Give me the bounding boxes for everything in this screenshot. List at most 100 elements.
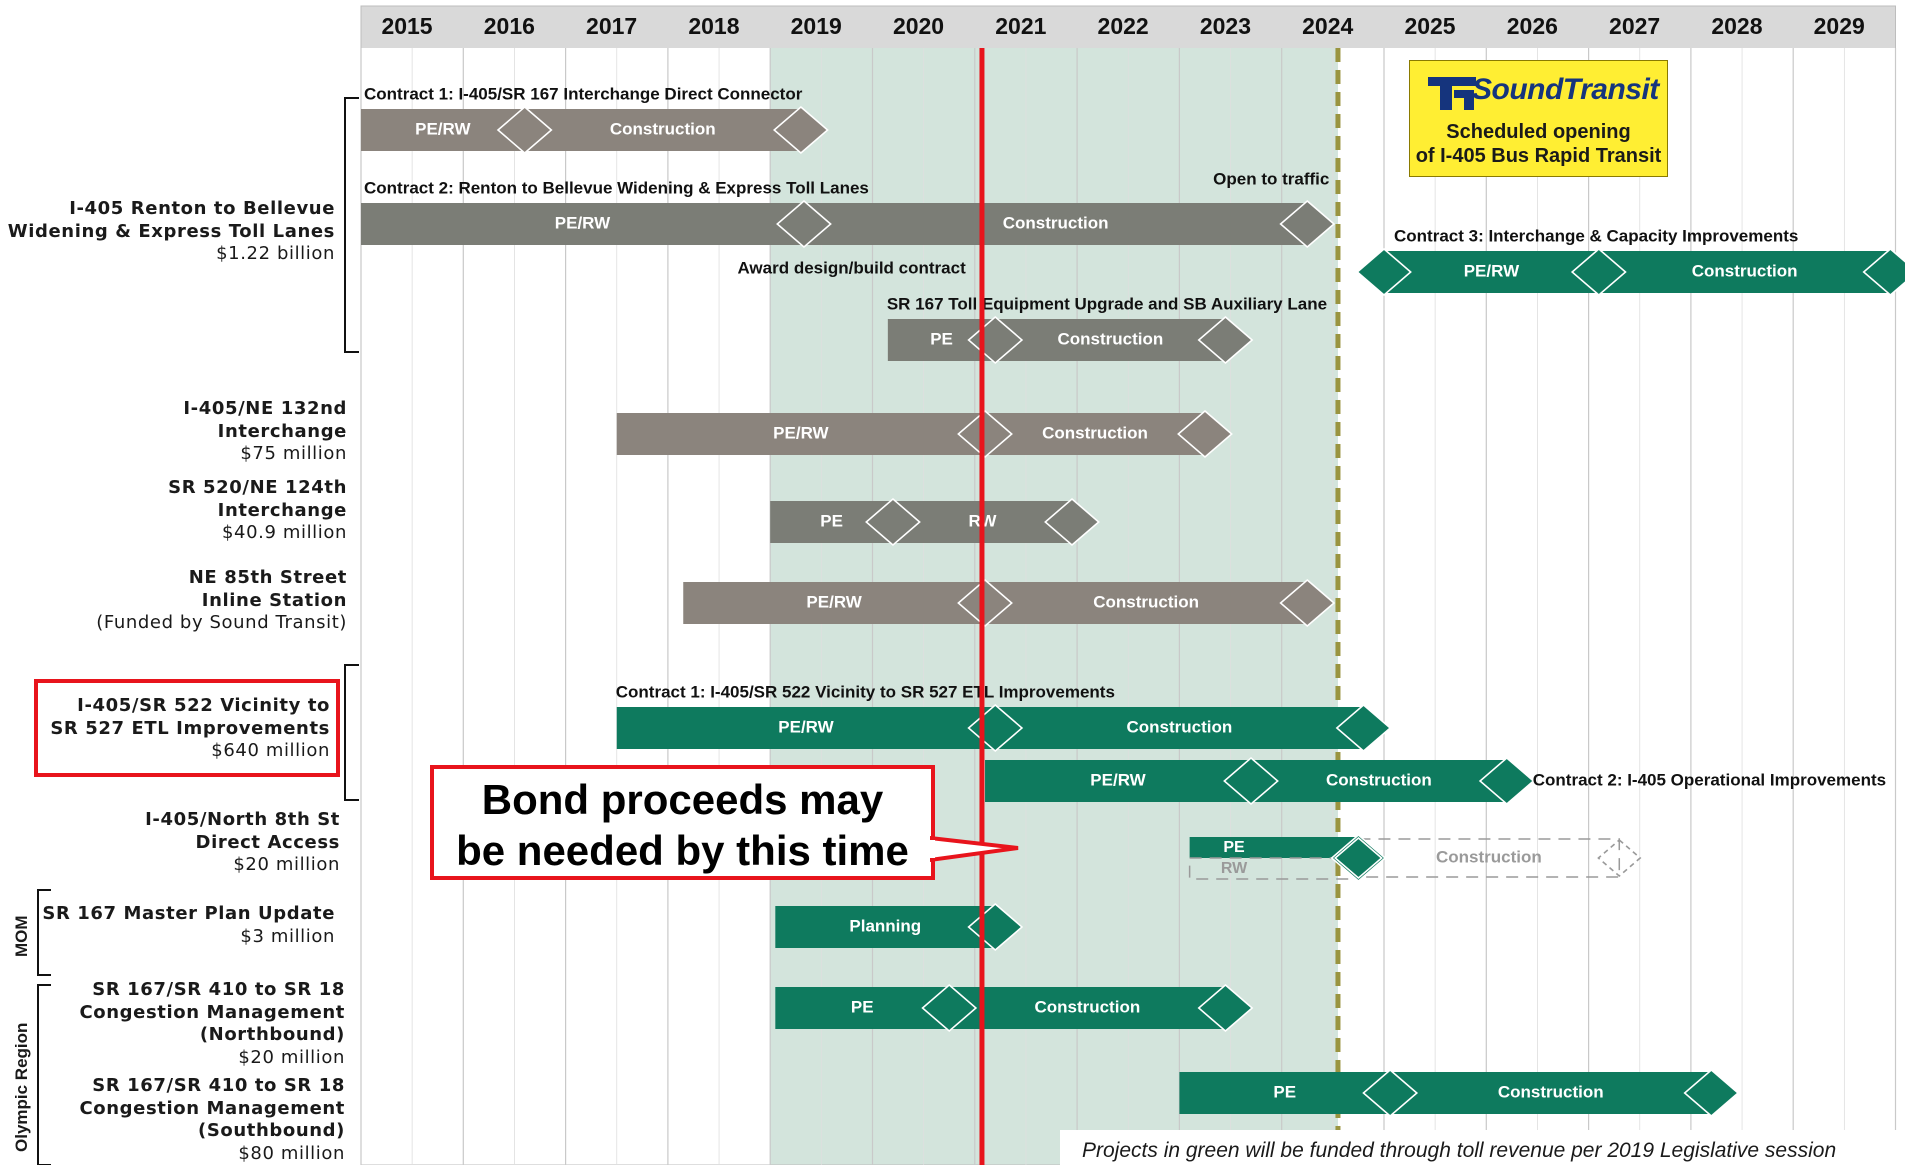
milestone-diamond bbox=[1362, 1068, 1419, 1118]
segment-label: Construction bbox=[1326, 770, 1432, 789]
segment-label: PE bbox=[930, 329, 953, 348]
milestone-diamond bbox=[1335, 703, 1392, 753]
gantt-bar bbox=[1390, 1072, 1712, 1114]
milestone-diamond bbox=[1570, 247, 1627, 297]
bond-proceeds-callout: Bond proceeds may be needed by this time bbox=[430, 765, 935, 880]
row-title: Contract 2: I-405 Operational Improvemen… bbox=[1533, 770, 1886, 789]
gantt-bar-dashed bbox=[1188, 857, 1360, 880]
gantt-bar bbox=[775, 906, 996, 948]
milestone-diamond bbox=[1683, 1068, 1740, 1118]
row-title: SR 167 Toll Equipment Upgrade and SB Aux… bbox=[887, 294, 1327, 313]
milestone-diamond bbox=[1197, 983, 1254, 1033]
open-note: Open to traffic bbox=[1213, 169, 1329, 188]
project-name-line: Congestion Management bbox=[79, 1097, 345, 1119]
project-name-line: Congestion Management bbox=[79, 1001, 345, 1023]
milestone-diamond bbox=[1862, 247, 1905, 297]
callout-line-1: Bond proceeds may bbox=[481, 776, 884, 823]
milestone-diamond bbox=[1279, 199, 1336, 249]
callout-line-2: be needed by this time bbox=[456, 827, 909, 874]
milestone-diamond bbox=[1223, 756, 1279, 806]
row-title: Contract 1: I-405/SR 522 Vicinity to SR … bbox=[616, 682, 1115, 701]
group-bracket bbox=[37, 889, 51, 976]
milestone-diamond bbox=[1279, 578, 1336, 628]
gantt-bar bbox=[1189, 837, 1359, 858]
segment-label: Construction bbox=[1692, 261, 1798, 280]
group-label: Olympic Region bbox=[12, 1022, 31, 1152]
year-tick-label: 2027 bbox=[1609, 13, 1660, 39]
project-name-line: NE 85th Street bbox=[188, 567, 347, 588]
segment-label: Construction bbox=[1127, 717, 1233, 736]
gantt-bar bbox=[985, 760, 1252, 802]
segment-label: Construction bbox=[1498, 1082, 1604, 1101]
sound-transit-box: SoundTransit Scheduled opening of I-405 … bbox=[1409, 60, 1668, 177]
row-title: Contract 2: Renton to Bellevue Widening … bbox=[364, 178, 869, 197]
segment-label: Construction bbox=[610, 119, 716, 138]
group-label: MOM bbox=[12, 915, 31, 957]
project-name-line: Interchange bbox=[217, 420, 347, 442]
gantt-bar bbox=[524, 109, 801, 151]
segment-label: PE/RW bbox=[773, 423, 829, 442]
year-tick-label: 2023 bbox=[1200, 13, 1251, 39]
gantt-bar bbox=[361, 203, 804, 245]
segment-label: PE/RW bbox=[555, 213, 611, 232]
group-bracket bbox=[344, 664, 359, 801]
award-note: Award design/build contract bbox=[737, 258, 966, 277]
segment-label: Construction bbox=[1003, 213, 1109, 232]
segment-label: PE bbox=[1273, 1082, 1296, 1101]
segment-label: PE/RW bbox=[415, 119, 471, 138]
milestone-diamond bbox=[772, 105, 829, 155]
sound-transit-caption-2: of I-405 Bus Rapid Transit bbox=[1415, 145, 1662, 167]
segment-label: Construction bbox=[1436, 847, 1542, 866]
year-tick-label: 2018 bbox=[688, 13, 739, 39]
segment-label: PE bbox=[851, 997, 874, 1016]
gantt-bar bbox=[1251, 760, 1507, 802]
year-tick-label: 2022 bbox=[1098, 13, 1149, 39]
gantt-bar bbox=[949, 987, 1226, 1029]
project-cost: $20 million bbox=[233, 854, 340, 875]
year-tick-label: 2029 bbox=[1814, 13, 1865, 39]
milestone-diamond bbox=[1044, 497, 1100, 547]
project-name-line: (Southbound) bbox=[198, 1120, 345, 1141]
row-title: Contract 3: Interchange & Capacity Impro… bbox=[1394, 226, 1798, 245]
year-tick-label: 2025 bbox=[1404, 13, 1455, 39]
milestone-diamond bbox=[865, 497, 921, 547]
gantt-bar bbox=[995, 707, 1364, 749]
segment-label: Construction bbox=[1057, 329, 1163, 348]
gantt-bar bbox=[683, 582, 986, 624]
year-tick-label: 2016 bbox=[484, 13, 535, 39]
gantt-bar bbox=[1384, 251, 1599, 293]
segment-label: PE/RW bbox=[1090, 770, 1146, 789]
milestone-diamond bbox=[496, 105, 553, 155]
gantt-bar bbox=[985, 582, 1308, 624]
sound-transit-logo bbox=[1428, 77, 1476, 110]
project-name-line: SR 520/NE 124th bbox=[168, 477, 347, 498]
project-name-line: Direct Access bbox=[195, 831, 340, 853]
project-cost: $75 million bbox=[240, 443, 347, 464]
year-tick-label: 2015 bbox=[381, 13, 432, 39]
project-cost: $80 million bbox=[238, 1142, 345, 1164]
segment-label: Planning bbox=[849, 916, 921, 935]
gantt-bar-dashed bbox=[1357, 838, 1621, 878]
project-name-line: SR 527 ETL Improvements bbox=[50, 717, 330, 739]
segment-label: Construction bbox=[1042, 423, 1148, 442]
milestone-diamond bbox=[1197, 315, 1254, 365]
project-name-line: I-405/SR 522 Vicinity to bbox=[77, 695, 330, 716]
project-name-line: SR 167 Master Plan Update bbox=[42, 903, 335, 924]
project-name-line: SR 167/SR 410 to SR 18 bbox=[92, 979, 345, 1000]
segment-label: PE/RW bbox=[1464, 261, 1520, 280]
gantt-bar bbox=[995, 319, 1226, 361]
milestone-diamond bbox=[957, 409, 1013, 459]
segment-label: Construction bbox=[1093, 592, 1199, 611]
segment-label: PE bbox=[1223, 839, 1245, 856]
milestone-diamond bbox=[921, 983, 978, 1033]
milestone-diamond bbox=[776, 199, 832, 249]
group-bracket bbox=[344, 97, 359, 353]
year-tick-label: 2020 bbox=[893, 13, 944, 39]
project-name-line: (Northbound) bbox=[199, 1024, 345, 1045]
